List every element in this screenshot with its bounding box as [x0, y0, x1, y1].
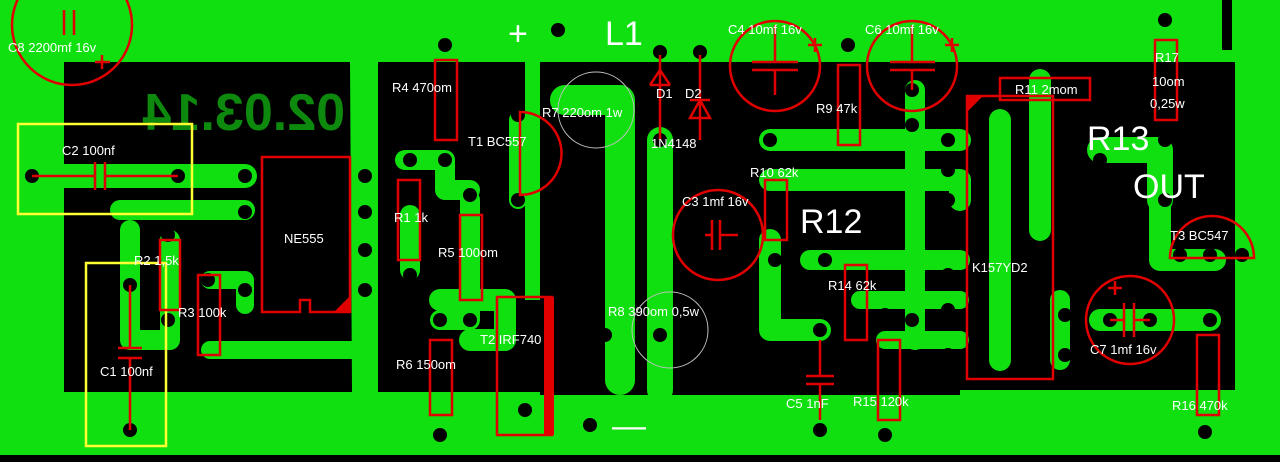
r7-resistor: R7 220om 1w	[542, 71, 635, 149]
c2-capacitor: C2 100nf	[16, 122, 194, 216]
r12-label: R12	[800, 203, 862, 241]
r4-label: R4 470om	[392, 80, 452, 95]
t2-transistor: T2 IRF740	[480, 295, 554, 437]
k157yd2-label: K157YD2	[972, 260, 1028, 275]
out-label: OUT	[1133, 168, 1205, 206]
c1-label: C1 100nf	[100, 364, 153, 379]
r8-label: R8 390om 0,5w	[608, 304, 700, 319]
t1-transistor: T1 BC557	[468, 110, 563, 197]
r17-power: 0,25w	[1150, 96, 1185, 111]
r15-resistor: R15 120k	[853, 338, 909, 422]
r11-label: R11 2mom	[1015, 82, 1078, 97]
t2-label: T2 IRF740	[480, 332, 541, 347]
r15-label: R15 120k	[853, 394, 909, 409]
r1-label: R1 1k	[394, 210, 428, 225]
r14-resistor: R14 62k	[828, 263, 877, 342]
c2-label: C2 100nf	[62, 143, 115, 158]
r10-label: R10 62k	[750, 165, 799, 180]
c7-capacitor: C7 1mf 16v	[1084, 274, 1176, 366]
r6-resistor: R6 150om	[396, 338, 456, 417]
r16-label: R16 470k	[1172, 398, 1228, 413]
c7-label: C7 1mf 16v	[1090, 342, 1157, 357]
c6-capacitor: C6 10mf 16v	[865, 19, 959, 113]
d2-diode: D2	[685, 55, 713, 140]
r7-label: R7 220om 1w	[542, 105, 623, 120]
c5-label: C5 1nF	[786, 396, 829, 411]
r17-value: 10om	[1152, 74, 1185, 89]
r9-label: R9 47k	[816, 101, 858, 116]
r17-resistor: R17 10om 0,25w	[1150, 38, 1185, 122]
c3-label: C3 1mf 16v	[682, 194, 749, 209]
r3-label: R3 100k	[178, 305, 227, 320]
r3-resistor: R3 100k	[178, 273, 227, 357]
plus-terminal: +	[508, 15, 528, 53]
t1-label: T1 BC557	[468, 134, 527, 149]
r13-label: R13	[1087, 120, 1149, 158]
minus-terminal: —	[612, 407, 646, 445]
r4-resistor: R4 470om	[392, 58, 459, 142]
c1-capacitor: C1 100nf	[84, 261, 168, 448]
r17-name: R17	[1155, 50, 1179, 65]
c4-label: C4 10mf 16v	[728, 22, 802, 37]
r10-resistor: R10 62k	[750, 165, 799, 242]
d1-diode: D1	[648, 55, 673, 140]
r2-resistor: R2 1,5k	[134, 238, 182, 312]
c4-capacitor: C4 10mf 16v	[728, 19, 822, 113]
r16-resistor: R16 470k	[1172, 333, 1228, 417]
r5-resistor: R5 100om	[438, 213, 498, 302]
l1-label: L1	[605, 15, 643, 53]
diode-type-label: 1N4148	[651, 136, 697, 151]
ne555-label: NE555	[284, 231, 324, 246]
r11-resistor: R11 2mom	[998, 76, 1092, 102]
c6-label: C6 10mf 16v	[865, 22, 939, 37]
k157yd2-ic: K157YD2	[965, 94, 1055, 381]
r1-resistor: R1 1k	[394, 178, 428, 262]
r5-label: R5 100om	[438, 245, 498, 260]
d2-label: D2	[685, 86, 702, 101]
c3-capacitor: C3 1mf 16v	[671, 188, 765, 282]
r14-label: R14 62k	[828, 278, 877, 293]
c8-capacitor: C8 2200mf 16v	[8, 0, 134, 87]
c5-capacitor: C5 1nF	[786, 340, 834, 420]
r2-label: R2 1,5k	[134, 253, 179, 268]
t3-transistor: T3 BC547	[1168, 214, 1256, 260]
r9-resistor: R9 47k	[816, 63, 862, 147]
c8-label: C8 2200mf 16v	[8, 40, 97, 55]
r8-resistor: R8 390om 0,5w	[608, 291, 709, 369]
r6-label: R6 150om	[396, 357, 456, 372]
t3-label: T3 BC547	[1170, 228, 1229, 243]
ne555-ic: NE555	[260, 155, 352, 314]
date-code: 02.03.14	[143, 84, 345, 142]
d1-label: D1	[656, 86, 673, 101]
